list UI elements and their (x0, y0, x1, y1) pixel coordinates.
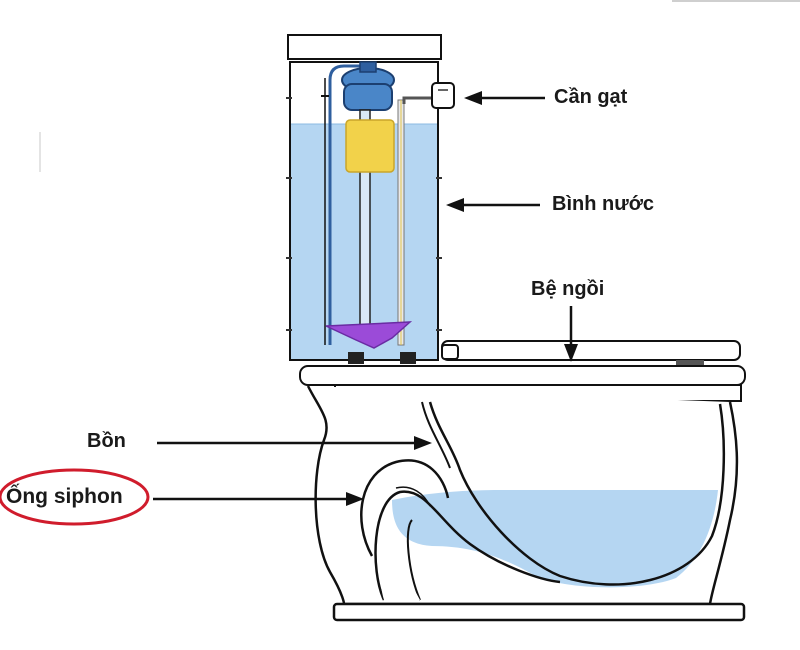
label-bowl: Bồn (87, 430, 126, 452)
lever-handle (431, 82, 455, 109)
toilet-base (332, 602, 746, 622)
fill-pipe (328, 64, 366, 345)
flapper (325, 321, 413, 349)
bowl-rim (299, 365, 746, 386)
water-tank (286, 34, 455, 364)
siphon-highlight-ring (0, 468, 150, 526)
tank-lid (287, 34, 442, 60)
tank-ticks (286, 97, 442, 331)
pointer-arrows (153, 91, 578, 506)
bowl-body (306, 385, 746, 622)
siphon-pipe (360, 459, 450, 557)
bowl-water (392, 490, 718, 588)
label-tank: Bình nước (552, 193, 655, 215)
label-lever: Cần gạt (554, 86, 628, 108)
label-seat: Bệ ngồi (531, 278, 605, 300)
float (345, 119, 395, 173)
label-siphon: Ống siphon (6, 485, 123, 508)
